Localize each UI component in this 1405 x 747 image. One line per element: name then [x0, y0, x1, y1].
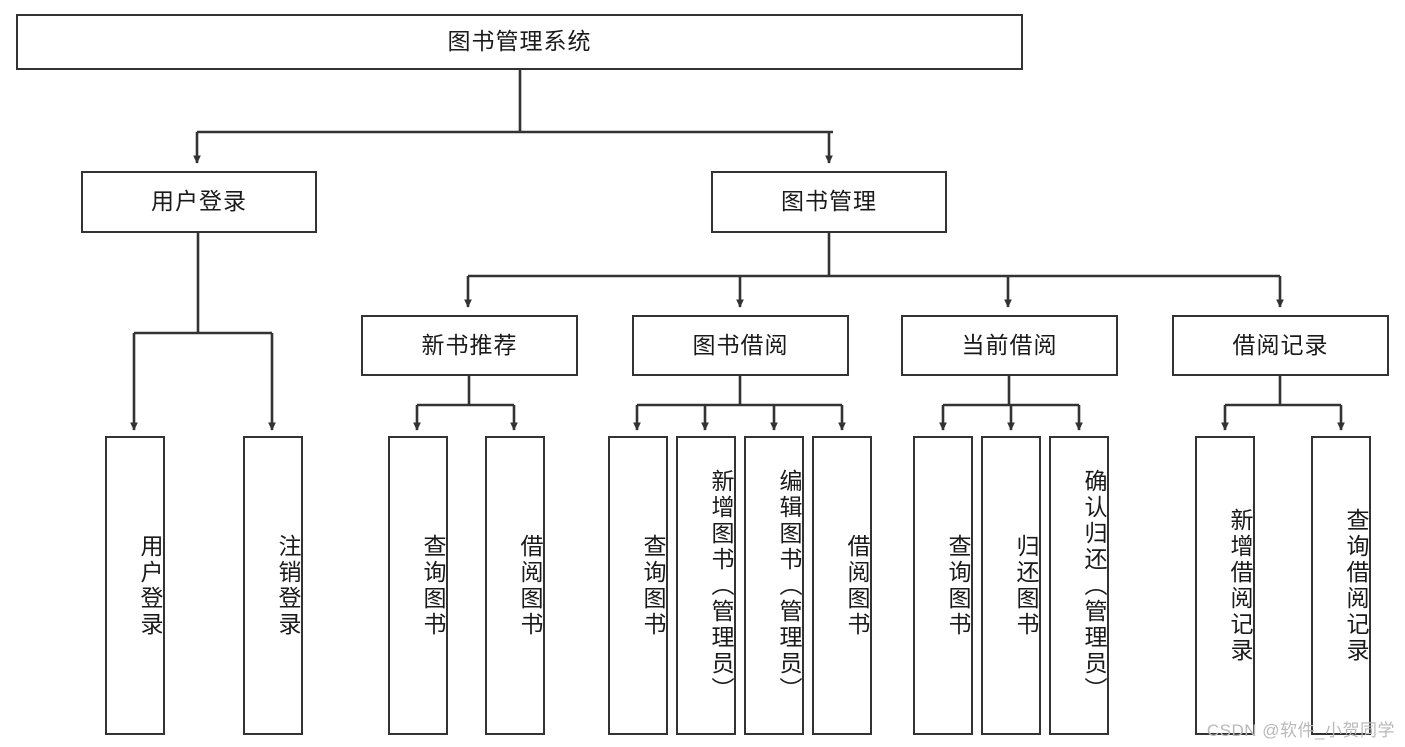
node-leaf-borrow-book-1-label: 借阅图书	[517, 533, 543, 638]
node-book-borrow[interactable]: 图书借阅	[632, 315, 849, 376]
node-user-login[interactable]: 用户登录	[81, 171, 317, 233]
node-leaf-query-record[interactable]: 查询借阅记录	[1311, 436, 1371, 735]
node-leaf-borrow-book-1[interactable]: 借阅图书	[485, 436, 545, 735]
node-leaf-query-record-label: 查询借阅记录	[1343, 507, 1369, 664]
node-leaf-user-login[interactable]: 用户登录	[105, 436, 165, 735]
node-leaf-user-login-label: 用户登录	[137, 533, 163, 638]
node-leaf-edit-book-label: 编辑图书（管理员）	[776, 468, 802, 703]
node-root-label: 图书管理系统	[447, 28, 592, 55]
node-leaf-query-book-1-label: 查询图书	[420, 533, 446, 638]
node-new-book-rec[interactable]: 新书推荐	[361, 315, 578, 376]
csdn-watermark: CSDN @软件_小贺同学	[1206, 721, 1395, 740]
node-leaf-query-book-2-label: 查询图书	[640, 533, 666, 638]
node-leaf-add-record[interactable]: 新增借阅记录	[1195, 436, 1255, 735]
node-leaf-query-book-2[interactable]: 查询图书	[608, 436, 668, 735]
node-new-book-rec-label: 新书推荐	[421, 331, 518, 358]
node-leaf-query-book-3[interactable]: 查询图书	[913, 436, 973, 735]
node-leaf-logout[interactable]: 注销登录	[243, 436, 303, 735]
node-current-borrow-label: 当前借阅	[961, 331, 1058, 358]
node-leaf-return-book[interactable]: 归还图书	[981, 436, 1041, 735]
node-leaf-borrow-book-2-label: 借阅图书	[844, 533, 870, 638]
node-book-manage-label: 图书管理	[781, 188, 877, 215]
node-root[interactable]: 图书管理系统	[16, 14, 1023, 70]
node-leaf-query-book-3-label: 查询图书	[945, 533, 971, 638]
node-current-borrow[interactable]: 当前借阅	[901, 315, 1118, 376]
node-leaf-borrow-book-2[interactable]: 借阅图书	[812, 436, 872, 735]
node-leaf-logout-label: 注销登录	[275, 533, 301, 638]
node-leaf-return-book-label: 归还图书	[1013, 533, 1039, 638]
node-book-borrow-label: 图书借阅	[692, 331, 789, 358]
node-leaf-confirm-return[interactable]: 确认归还（管理员）	[1049, 436, 1109, 735]
node-leaf-add-record-label: 新增借阅记录	[1227, 507, 1253, 664]
node-leaf-confirm-return-label: 确认归还（管理员）	[1081, 468, 1107, 703]
node-borrow-record[interactable]: 借阅记录	[1172, 315, 1389, 376]
node-leaf-edit-book[interactable]: 编辑图书（管理员）	[744, 436, 804, 735]
node-book-manage[interactable]: 图书管理	[711, 171, 947, 233]
node-leaf-add-book[interactable]: 新增图书（管理员）	[676, 436, 736, 735]
node-leaf-query-book-1[interactable]: 查询图书	[388, 436, 448, 735]
node-user-login-label: 用户登录	[151, 188, 247, 215]
node-borrow-record-label: 借阅记录	[1232, 331, 1329, 358]
node-leaf-add-book-label: 新增图书（管理员）	[708, 468, 734, 703]
